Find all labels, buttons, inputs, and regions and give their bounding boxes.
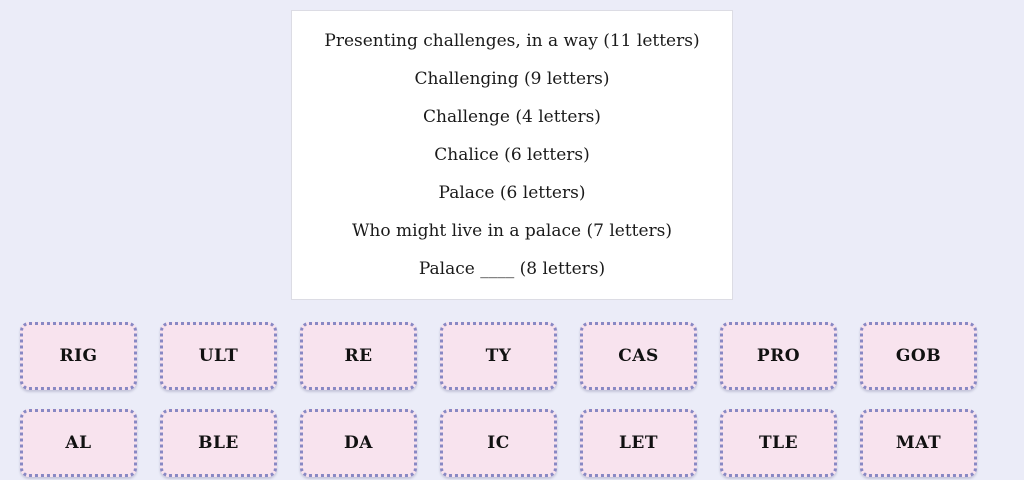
clue-line-3: Challenge (4 letters) xyxy=(423,107,601,127)
tile-al[interactable]: AL xyxy=(20,409,137,477)
tile-gob[interactable]: GOB xyxy=(860,322,977,390)
tile-ult[interactable]: ULT xyxy=(160,322,277,390)
clue-line-5: Palace (6 letters) xyxy=(438,183,586,203)
tile-pro[interactable]: PRO xyxy=(720,322,837,390)
tile-rig[interactable]: RIG xyxy=(20,322,137,390)
tile-ty[interactable]: TY xyxy=(440,322,557,390)
clue-line-4: Chalice (6 letters) xyxy=(434,145,590,165)
clues-card: Presenting challenges, in a way (11 lett… xyxy=(291,10,733,300)
tile-mat[interactable]: MAT xyxy=(860,409,977,477)
tile-ic[interactable]: IC xyxy=(440,409,557,477)
tile-cas[interactable]: CAS xyxy=(580,322,697,390)
tile-tle[interactable]: TLE xyxy=(720,409,837,477)
tile-let[interactable]: LET xyxy=(580,409,697,477)
tile-ble[interactable]: BLE xyxy=(160,409,277,477)
clue-line-1: Presenting challenges, in a way (11 lett… xyxy=(324,31,700,51)
tile-re[interactable]: RE xyxy=(300,322,417,390)
clue-line-7: Palace ____ (8 letters) xyxy=(418,259,606,279)
tile-da[interactable]: DA xyxy=(300,409,417,477)
tile-grid: RIG ULT RE TY CAS PRO GOB AL BLE DA IC L… xyxy=(0,322,1024,477)
clue-line-2: Challenging (9 letters) xyxy=(414,69,610,89)
clue-line-6: Who might live in a palace (7 letters) xyxy=(351,221,673,241)
